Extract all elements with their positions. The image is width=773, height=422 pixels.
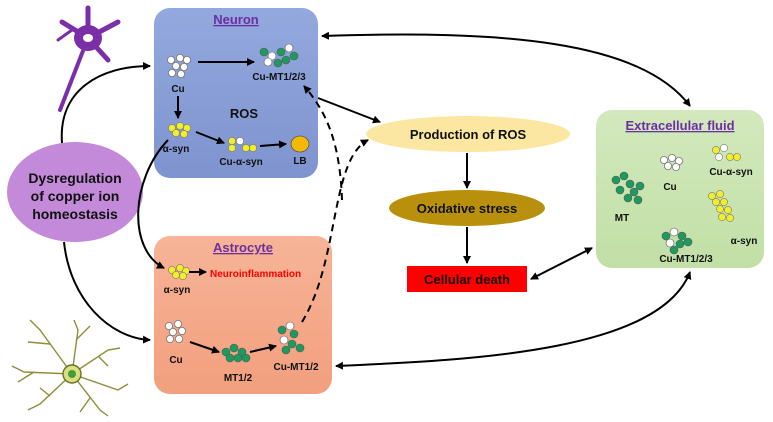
- astrocyte-box: [154, 236, 332, 394]
- astrocyte-mt-label: MT1/2: [224, 373, 253, 384]
- astrocyte-mt-cluster: [221, 343, 251, 363]
- neuron-title: Neuron: [213, 12, 259, 27]
- neuron-lb-label: LB: [293, 156, 306, 167]
- astrocyte-title: Astrocyte: [213, 240, 273, 255]
- neuron-asyn-label: α-syn: [163, 144, 190, 155]
- dysregulation-line-1: Dysregulation: [28, 170, 121, 186]
- neuron-cell-icon: [56, 5, 121, 112]
- neuron-cu-cluster: [166, 54, 191, 79]
- extracellular-mt-label: MT: [615, 213, 629, 224]
- arrow-cu-to-mt: [189, 341, 220, 354]
- arrows: [60, 31, 692, 370]
- oxidative-stress-ellipse: [389, 190, 545, 226]
- extracellular-mt-cluster: [611, 171, 645, 205]
- extracellular-cu-asyn-label: Cu-α-syn: [709, 167, 752, 178]
- arrow-dysregulation-to-neuron: [60, 62, 151, 144]
- extracellular-asyn-label: α-syn: [731, 236, 758, 247]
- lewy-body: [290, 135, 310, 153]
- ros-production-label: Production of ROS: [410, 127, 527, 142]
- extracellular-cu-label: Cu: [663, 182, 676, 193]
- extracellular-cu-asyn-cluster: [712, 144, 741, 161]
- extracellular-cu-mt-cluster: [661, 227, 693, 255]
- arrow-neuron-asyn-to-astrocyte-asyn: [137, 139, 169, 269]
- neuron-cu-asyn-label: Cu-α-syn: [219, 157, 262, 168]
- neuron-cu-label: Cu: [171, 84, 184, 95]
- arrow-asyn-to-cu-asyn: [195, 131, 225, 145]
- neuron-cu-mt-cluster: [259, 43, 299, 68]
- ros-production-ellipse: [366, 116, 570, 152]
- neuron-asyn-cluster: [168, 122, 191, 138]
- arrow-neuron-to-ros: [317, 97, 381, 124]
- astrocyte-asyn-label: α-syn: [164, 285, 191, 296]
- astrocyte-cu-mt-label: Cu-MT1/2: [274, 362, 319, 373]
- extracellular-title: Extracellular fluid: [625, 118, 734, 133]
- astrocyte-cell-icon: [11, 319, 129, 417]
- arrow-mt-to-cu-mt: [249, 343, 277, 353]
- dysregulation-ellipse: [7, 142, 143, 242]
- neuroinflammation-label: Neuroinflammation: [210, 269, 301, 280]
- oxidative-stress-label: Oxidative stress: [417, 201, 517, 216]
- neuron-cu-mt-label: Cu-MT1/2/3: [252, 72, 306, 83]
- extracellular-asyn-cluster: [708, 190, 734, 222]
- neuron-cu-asyn-cluster: [228, 137, 257, 152]
- arrow-death-extracellular: [530, 247, 593, 280]
- dashed-arrows: [301, 85, 369, 323]
- extracellular-cu-mt-label: Cu-MT1/2/3: [659, 254, 713, 265]
- cellular-death-label: Cellular death: [424, 272, 510, 287]
- neuron-ros-label: ROS: [230, 106, 259, 121]
- arrow-neuron-extracellular: [321, 31, 691, 107]
- dashed-arrow-astrocyte-to-ros: [301, 139, 369, 323]
- astrocyte-cu-label: Cu: [169, 355, 182, 366]
- arrow-cu-asyn-to-lb: [259, 140, 287, 149]
- extracellular-cu-cluster: [660, 153, 684, 171]
- astrocyte-asyn-cluster: [168, 264, 190, 280]
- dysregulation-line-3: homeostasis: [32, 206, 118, 222]
- astrocyte-cu-cluster: [164, 319, 186, 343]
- astrocyte-cu-mt-cluster: [277, 321, 305, 355]
- dashed-arrow-astrocyte-to-neuron-mt: [303, 85, 343, 201]
- arrow-dysregulation-to-astrocyte: [63, 241, 151, 344]
- arrow-astrocyte-extracellular: [335, 271, 692, 370]
- dysregulation-line-2: of copper ion: [31, 188, 120, 204]
